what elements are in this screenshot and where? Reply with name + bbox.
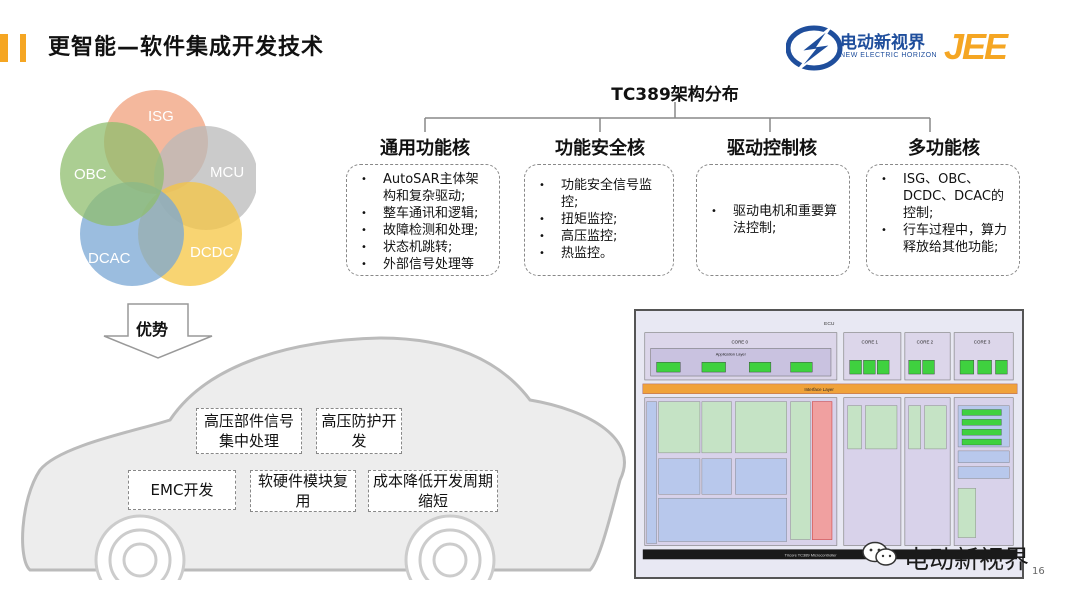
feature-box: 高压部件信号集中处理	[196, 408, 302, 454]
feature-box: EMC开发	[128, 470, 236, 510]
diagram-app-layer-label: Application Layer	[716, 351, 747, 356]
venn-label-dcdc: DCDC	[190, 244, 234, 261]
core-heading-safety: 功能安全核	[555, 138, 645, 159]
watermark-text: 电动新视界	[904, 545, 1030, 574]
core-heading-general: 通用功能核	[380, 138, 470, 159]
feature-box: 软硬件模块复用	[250, 470, 356, 512]
brand-name-cn: 电动新视界	[840, 33, 925, 53]
core-heading-multi: 多功能核	[908, 138, 980, 159]
tc389-architecture-diagram: ECU CORE 0 CORE 1 CORE 2 CORE 3 Applicat…	[634, 309, 1024, 579]
list-item: 功能安全信号监控;	[535, 177, 665, 211]
list-item: 故障检测和处理;	[357, 222, 491, 239]
core-box-safety: 功能安全信号监控; 扭矩监控; 高压监控; 热监控。	[524, 164, 674, 276]
venn-label-mcu: MCU	[210, 164, 245, 181]
feature-box: 成本降低开发周期缩短	[368, 470, 498, 512]
architecture-title: TC389架构分布	[611, 85, 739, 105]
list-item: 扭矩监控;	[535, 211, 665, 228]
page-number: 16	[1032, 566, 1045, 577]
feature-box: 高压防护开发	[316, 408, 402, 454]
venn-circle-obc	[60, 122, 164, 226]
core-box-multi: ISG、OBC、DCDC、DCAC的控制; 行车过程中，算力释放给其他功能;	[866, 164, 1020, 276]
brand-mark-jee: JEE	[944, 26, 1008, 67]
diagram-interface-label: Interface Layer	[804, 387, 834, 392]
diagram-bottom-label: Tricore TC389 Microcontroller	[785, 552, 838, 557]
venn-label-isg: ISG	[148, 108, 174, 125]
venn-diagram	[60, 90, 256, 286]
list-item: 热监控。	[535, 245, 665, 262]
list-item: 高压监控;	[535, 228, 665, 245]
diagram-core2-label: CORE 2	[917, 340, 934, 345]
diagram-core0-label: CORE 0	[731, 340, 748, 345]
list-item: 外部信号处理等	[357, 256, 491, 273]
slide-title: 更智能—软件集成开发技术	[48, 35, 325, 60]
list-item: ISG、OBC、DCDC、DCAC的控制;	[877, 171, 1011, 222]
list-item: 整车通讯和逻辑;	[357, 205, 491, 222]
venn-label-obc: OBC	[74, 166, 107, 183]
core-box-drive: 驱动电机和重要算法控制;	[696, 164, 850, 276]
venn-label-dcac: DCAC	[88, 250, 131, 267]
diagram-ecu-label: ECU	[824, 321, 835, 327]
brand-logo-icon	[786, 25, 843, 71]
wechat-icon	[862, 541, 897, 566]
list-item: 行车过程中，算力释放给其他功能;	[877, 222, 1011, 256]
list-item: AutoSAR主体架构和复杂驱动;	[357, 171, 491, 205]
core-box-general: AutoSAR主体架构和复杂驱动; 整车通讯和逻辑; 故障检测和处理; 状态机跳…	[346, 164, 500, 276]
list-item: 状态机跳转;	[357, 239, 491, 256]
advantage-label: 优势	[136, 320, 169, 339]
core-heading-drive: 驱动控制核	[727, 138, 817, 159]
title-accent-bar	[0, 34, 8, 62]
diagram-core1-label: CORE 1	[862, 340, 879, 345]
brand-name-en: NEW ELECTRIC HORIZON	[840, 52, 938, 59]
list-item: 驱动电机和重要算法控制;	[707, 203, 841, 237]
title-accent-bar-2	[20, 34, 26, 62]
diagram-core3-label: CORE 3	[974, 340, 991, 345]
